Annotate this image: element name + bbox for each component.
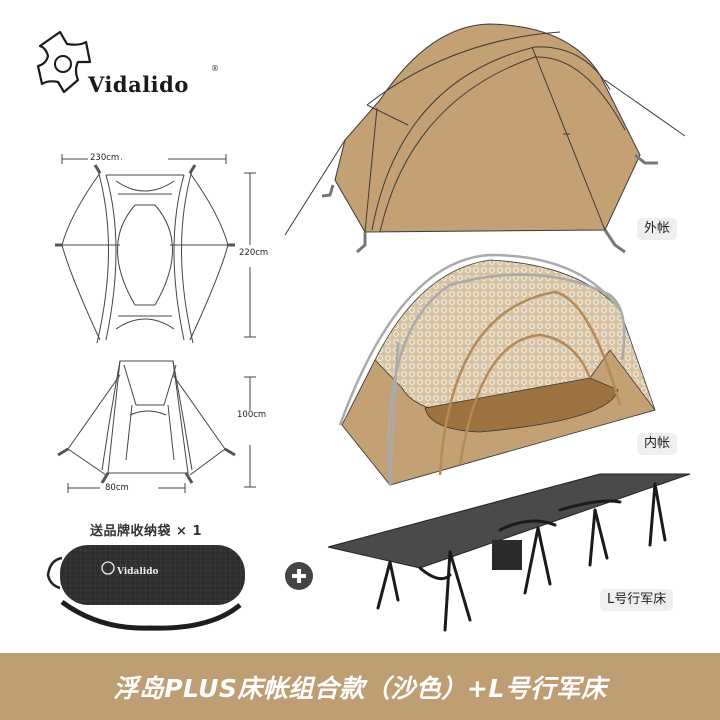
product-title: 浮岛PLUS床帐组合款（沙色）+L号行军床 bbox=[113, 673, 607, 703]
tent-top-view-diagram bbox=[55, 154, 256, 344]
door-width-dimension-label: 80cm bbox=[103, 483, 131, 493]
gift-bag-label: 送品牌收纳袋 × 1 bbox=[90, 524, 202, 539]
outer-tent-illustration bbox=[284, 23, 686, 254]
camping-cot-illustration bbox=[327, 473, 691, 632]
brand-logo-icon bbox=[36, 30, 92, 94]
tent-end-view-diagram bbox=[57, 360, 256, 493]
registered-mark: ® bbox=[211, 64, 219, 73]
brand-name: Vidalido bbox=[88, 72, 189, 97]
cot-label: L号行军床 bbox=[600, 589, 674, 611]
width-dimension-label: 230cm bbox=[88, 153, 122, 163]
outer-tent-label: 外帐 bbox=[637, 218, 678, 240]
length-dimension-label: 220cm bbox=[237, 248, 271, 258]
bag-logo-text: Vidalido bbox=[116, 567, 159, 577]
inner-tent-label: 内帐 bbox=[637, 433, 678, 455]
height-dimension-label: 100cm bbox=[235, 410, 269, 420]
product-title-banner: 浮岛PLUS床帐组合款（沙色）+L号行军床 bbox=[0, 653, 720, 720]
inner-tent-illustration bbox=[338, 253, 656, 486]
storage-bag-illustration: Vidalido bbox=[46, 545, 245, 631]
brand-logo: Vidalido ® bbox=[36, 28, 219, 98]
plus-circle-icon bbox=[285, 562, 313, 590]
